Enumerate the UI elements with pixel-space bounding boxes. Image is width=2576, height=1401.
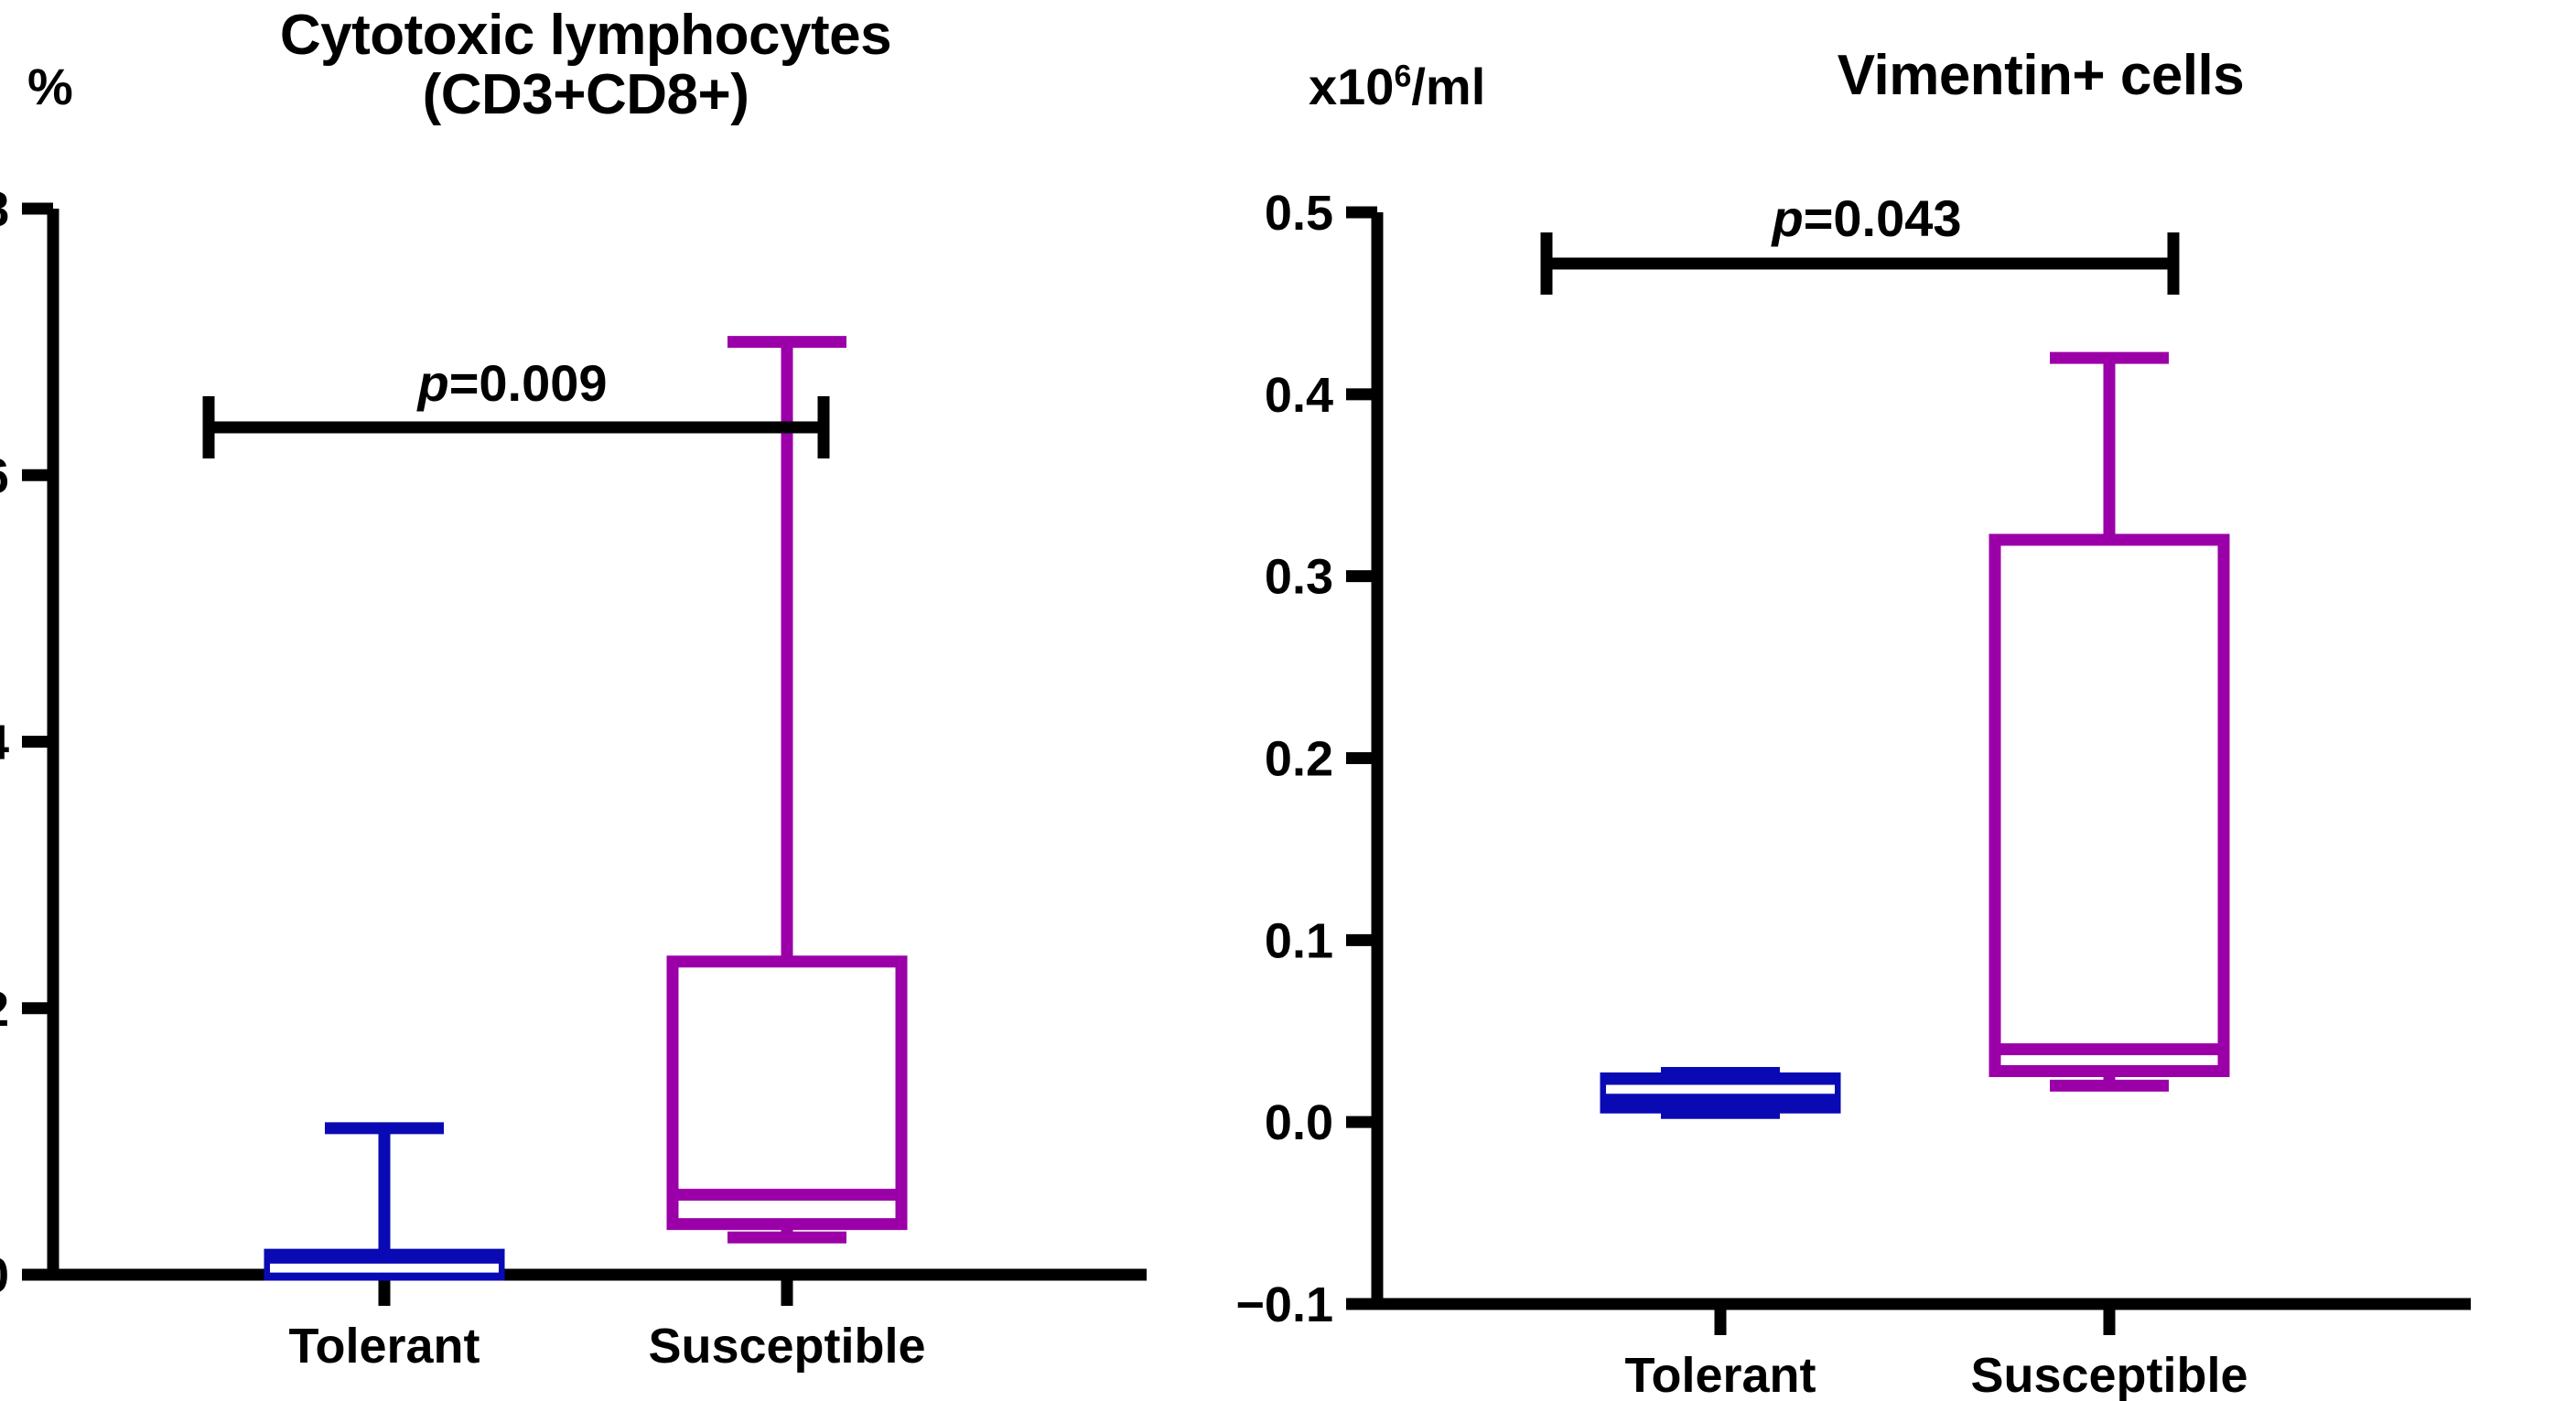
p-value-annotation: p=0.009	[415, 354, 607, 412]
y-axis-tick-label: 0.0	[1265, 1095, 1333, 1150]
y-axis-tick-label: 0.2	[1265, 732, 1333, 787]
x-axis-category-label-susceptible: Susceptible	[1970, 1348, 2247, 1401]
y-axis-tick-label: 2	[0, 982, 9, 1037]
p-value-symbol: p	[415, 354, 448, 412]
plot-area-left: 0 2 4 6 8Tolerant Susceptible p=0.009	[0, 182, 1147, 1374]
significance-bracket	[1540, 232, 2180, 295]
x-axis-category-label-susceptible: Susceptible	[648, 1319, 925, 1374]
p-value-number: =0.009	[449, 354, 608, 412]
p-value-symbol: p	[1770, 189, 1803, 247]
significance-bracket	[202, 396, 830, 458]
boxplot-susceptible	[666, 336, 908, 1244]
y-axis-unit-right: x106/ml	[1309, 57, 1485, 116]
box-iqr	[666, 955, 908, 1231]
y-axis-tick-label: 0	[0, 1248, 9, 1303]
chart-panel-cytotoxic-lymphocytes: Cytotoxic lymphocytes (CD3+CD8+) % 0 2 4 6 8…	[0, 0, 1281, 1401]
panel-title-left-line2: (CD3+CD8+)	[422, 63, 749, 127]
y-axis-unit-right-prefix: x10	[1309, 58, 1395, 115]
panel-title-left: Cytotoxic lymphocytes (CD3+CD8+)	[55, 5, 1116, 124]
y-axis-tick-label: 0.5	[1265, 186, 1333, 241]
y-axis-tick-label: 0.4	[1265, 368, 1333, 423]
y-axis-tick-label: 4	[0, 716, 9, 771]
panel-title-right: Vimentin+ cells	[1583, 46, 2498, 105]
chart-panel-vimentin-cells: Vimentin+ cells x106/ml −0.1 0.0 0.1 0.2 0.3…	[1235, 0, 2576, 1401]
panel-title-left-line1: Cytotoxic lymphocytes	[279, 4, 892, 67]
y-axis-tick-label: 8	[0, 182, 9, 237]
box-iqr	[1989, 533, 2230, 1077]
y-axis-tick-label: 6	[0, 448, 9, 503]
panel-title-right-line1: Vimentin+ cells	[1837, 44, 2245, 107]
x-axis-category-label-tolerant: Tolerant	[1624, 1348, 1816, 1401]
x-axis-category-label-tolerant: Tolerant	[288, 1319, 480, 1374]
boxplot-susceptible	[1989, 351, 2230, 1092]
y-axis-unit-right-suffix: /ml	[1411, 58, 1486, 115]
y-axis-tick-label: −0.1	[1235, 1277, 1333, 1332]
y-axis-unit-right-exponent: 6	[1394, 59, 1412, 94]
p-value-number: =0.043	[1804, 189, 1962, 247]
y-axis-tick-label: 0.3	[1265, 550, 1333, 605]
boxplot-tolerant	[264, 1122, 505, 1281]
p-value-annotation: p=0.043	[1770, 189, 1961, 247]
y-axis-tick-label: 0.1	[1265, 913, 1333, 968]
boxplot-tolerant	[1600, 1066, 1841, 1119]
y-axis-unit-left: %	[27, 58, 73, 115]
